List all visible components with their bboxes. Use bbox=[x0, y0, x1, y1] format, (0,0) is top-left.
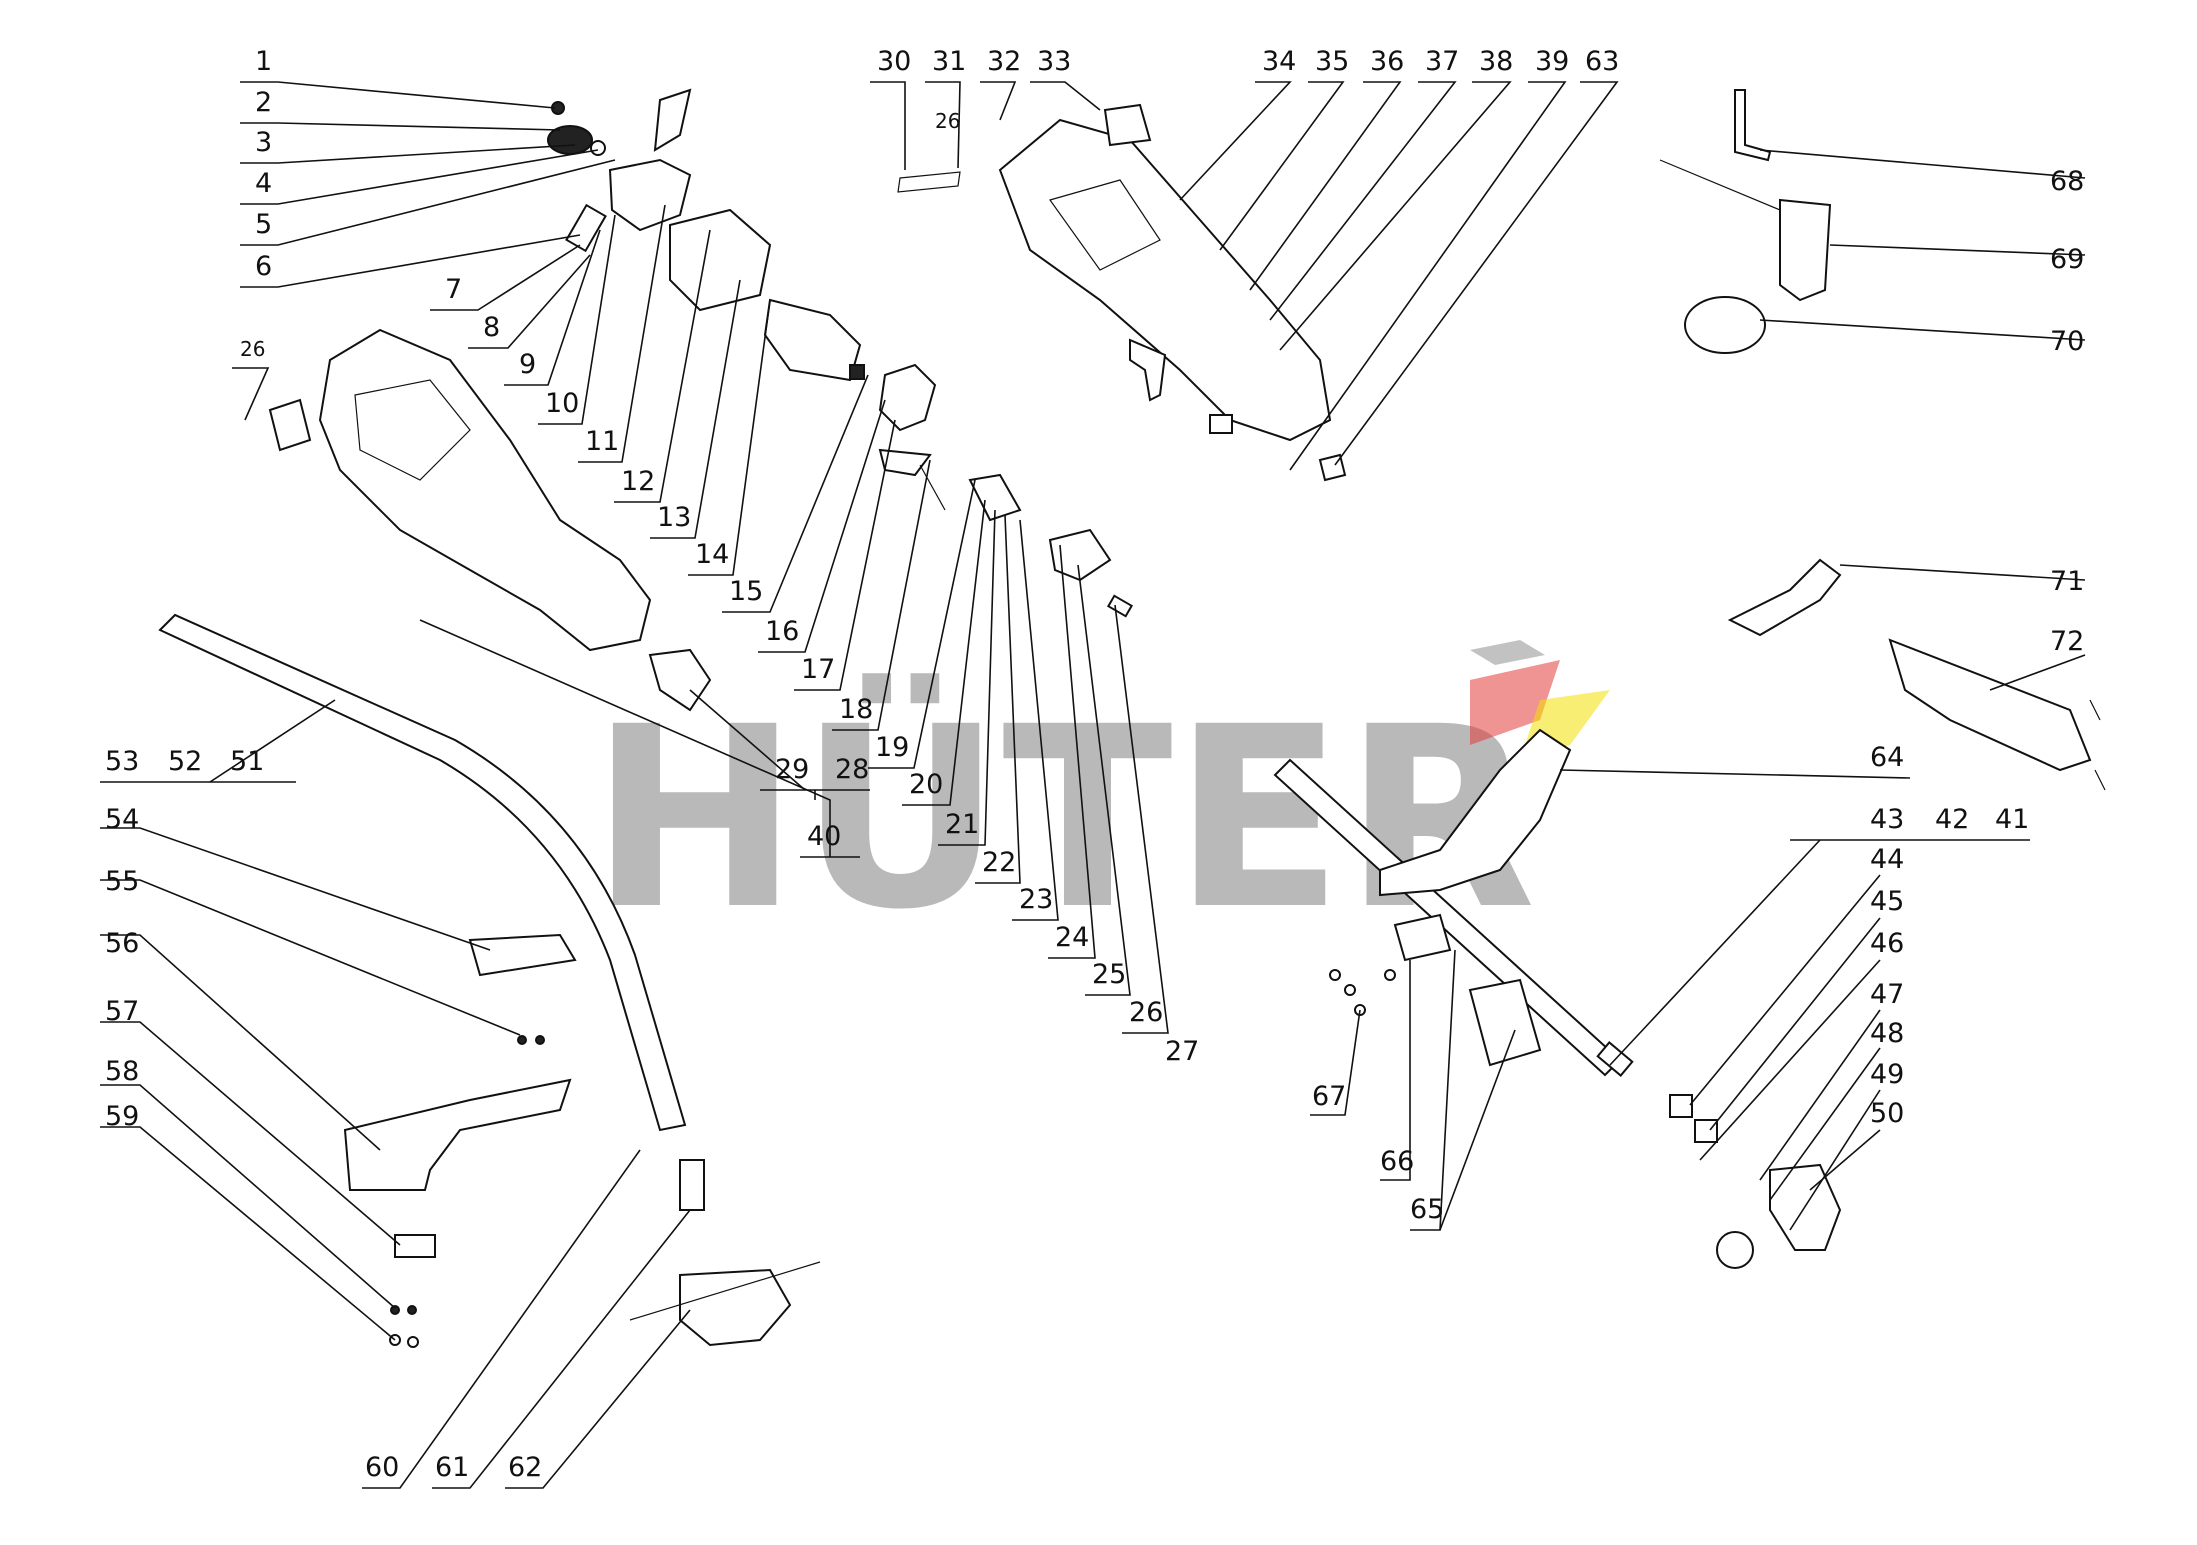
callout-64: 64 bbox=[1870, 742, 1904, 773]
callout-37: 37 bbox=[1425, 46, 1459, 77]
callout-55: 55 bbox=[105, 866, 139, 897]
callout-66: 66 bbox=[1380, 1146, 1414, 1177]
callout-31: 31 bbox=[932, 46, 966, 77]
callout-57: 57 bbox=[105, 996, 139, 1027]
callout-23: 23 bbox=[1019, 884, 1053, 915]
callout-21: 21 bbox=[945, 809, 979, 840]
leader-lines bbox=[100, 81, 2086, 1489]
callout-11: 11 bbox=[585, 426, 619, 457]
socket-wrench bbox=[1779, 198, 1832, 302]
callout-35: 35 bbox=[1315, 46, 1349, 77]
callout-69: 69 bbox=[2050, 244, 2084, 275]
callout-51: 51 bbox=[230, 746, 264, 777]
callout-63: 63 bbox=[1585, 46, 1619, 77]
callout-10: 10 bbox=[545, 388, 579, 419]
callout-50: 50 bbox=[1870, 1098, 1904, 1129]
callout-53: 53 bbox=[105, 746, 139, 777]
callout-54: 54 bbox=[105, 804, 139, 835]
callout-17: 17 bbox=[801, 654, 835, 685]
callout-20: 20 bbox=[909, 769, 943, 800]
left-handle-housing bbox=[318, 328, 652, 652]
callout-52: 52 bbox=[168, 746, 202, 777]
callout-65: 65 bbox=[1410, 1194, 1444, 1225]
callout-24: 24 bbox=[1055, 922, 1089, 953]
extension-tube bbox=[1273, 758, 1622, 1077]
callout-15: 15 bbox=[729, 576, 763, 607]
callout-6: 6 bbox=[255, 251, 272, 282]
cap-70 bbox=[1684, 296, 1766, 354]
callout-38: 38 bbox=[1479, 46, 1513, 77]
hex-key bbox=[1734, 89, 1772, 162]
callout-60: 60 bbox=[365, 1452, 399, 1483]
callout-3: 3 bbox=[255, 127, 272, 158]
callout-25: 25 bbox=[1092, 959, 1126, 990]
callout-68: 68 bbox=[2050, 166, 2084, 197]
watermark-text: HÜTER bbox=[590, 673, 1536, 964]
callout-14: 14 bbox=[695, 539, 729, 570]
callout-72: 72 bbox=[2050, 626, 2084, 657]
logo-swoosh-gray bbox=[1470, 640, 1545, 665]
trimmer-guard bbox=[343, 1078, 572, 1191]
callout-62: 62 bbox=[508, 1452, 542, 1483]
callout-labels: 1 2 3 4 5 6 7 8 9 10 11 12 13 14 15 16 1… bbox=[105, 46, 2084, 1483]
callout-59: 59 bbox=[105, 1101, 139, 1132]
callout-4: 4 bbox=[255, 168, 272, 199]
callout-28: 28 bbox=[835, 754, 869, 785]
callout-19: 19 bbox=[875, 732, 909, 763]
logo-swoosh-red bbox=[1470, 660, 1560, 745]
callout-1: 1 bbox=[255, 46, 272, 77]
callout-29: 29 bbox=[775, 754, 809, 785]
gearbox-cluster bbox=[547, 88, 692, 253]
callout-40: 40 bbox=[807, 821, 841, 852]
callout-32: 32 bbox=[987, 46, 1021, 77]
callout-30: 30 bbox=[877, 46, 911, 77]
callout-12: 12 bbox=[621, 466, 655, 497]
callout-27: 27 bbox=[1165, 1036, 1199, 1067]
callout-71: 71 bbox=[2050, 566, 2084, 597]
callout-41: 41 bbox=[1995, 804, 2029, 835]
callout-34: 34 bbox=[1262, 46, 1296, 77]
callout-43: 43 bbox=[1870, 804, 1904, 835]
callout-61: 61 bbox=[435, 1452, 469, 1483]
callout-8: 8 bbox=[483, 312, 500, 343]
callout-26-left: 26 bbox=[240, 337, 265, 361]
callout-36: 36 bbox=[1370, 46, 1404, 77]
callout-56: 56 bbox=[105, 928, 139, 959]
callout-39: 39 bbox=[1535, 46, 1569, 77]
callout-13: 13 bbox=[657, 502, 691, 533]
callout-58: 58 bbox=[105, 1056, 139, 1087]
callout-16: 16 bbox=[765, 616, 799, 647]
shoulder-strap bbox=[1888, 638, 2092, 772]
callout-7: 7 bbox=[445, 274, 462, 305]
callout-70: 70 bbox=[2050, 326, 2084, 357]
huter-watermark: HÜTER bbox=[590, 640, 1610, 964]
power-plug bbox=[1727, 558, 1842, 637]
callout-67: 67 bbox=[1312, 1081, 1346, 1112]
callout-26: 26 bbox=[1129, 997, 1163, 1028]
callout-18: 18 bbox=[839, 694, 873, 725]
callout-9: 9 bbox=[519, 349, 536, 380]
callout-44: 44 bbox=[1870, 844, 1904, 875]
callout-26-top: 26 bbox=[935, 109, 960, 133]
trimmer-head bbox=[679, 1268, 792, 1347]
callout-46: 46 bbox=[1870, 928, 1904, 959]
callout-48: 48 bbox=[1870, 1018, 1904, 1049]
callout-47: 47 bbox=[1870, 979, 1904, 1010]
callout-22: 22 bbox=[982, 847, 1016, 878]
callout-33: 33 bbox=[1037, 46, 1071, 77]
callout-49: 49 bbox=[1870, 1059, 1904, 1090]
callout-2: 2 bbox=[255, 87, 272, 118]
callout-45: 45 bbox=[1870, 886, 1904, 917]
motor-cluster bbox=[669, 208, 1134, 618]
auxiliary-handle bbox=[1379, 728, 1572, 897]
drive-tube bbox=[158, 613, 687, 1132]
callout-42: 42 bbox=[1935, 804, 1969, 835]
callout-5: 5 bbox=[255, 209, 272, 240]
